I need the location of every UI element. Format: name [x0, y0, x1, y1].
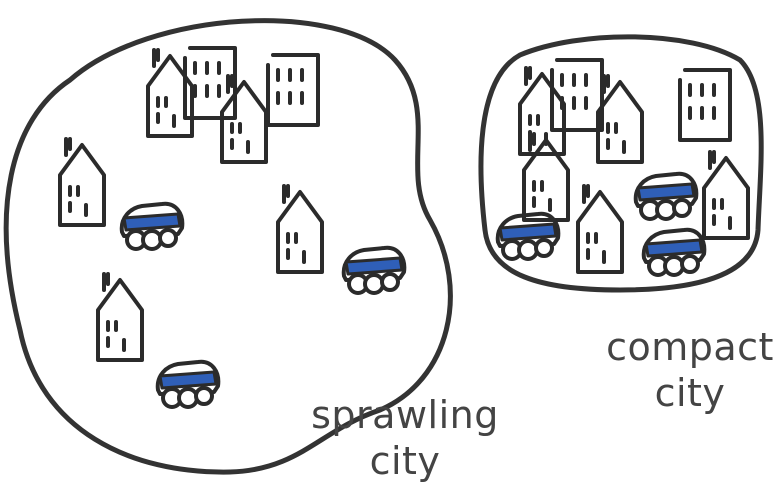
compact-downtown	[498, 60, 748, 275]
sprawling-city-label: sprawling city	[305, 392, 505, 484]
car-icon	[636, 174, 697, 219]
car-icon	[122, 204, 183, 249]
sprawl-homes	[60, 139, 404, 407]
compact-city-label: compact city	[605, 324, 775, 416]
house-icon	[578, 186, 622, 272]
sprawling-city-label-line2: city	[305, 438, 505, 484]
apartment-icon	[268, 55, 318, 125]
house-icon	[524, 134, 568, 220]
car-icon	[644, 230, 705, 275]
car-icon	[344, 248, 405, 293]
apartment-icon	[680, 70, 730, 140]
compact-city-label-line2: city	[605, 370, 775, 416]
car-icon	[158, 362, 219, 407]
house-icon	[278, 186, 322, 272]
house-icon	[98, 274, 142, 360]
house-icon	[520, 68, 564, 154]
house-icon	[60, 139, 104, 225]
compact-city-label-line1: compact	[605, 324, 775, 370]
sprawling-city-label-line1: sprawling	[305, 392, 505, 438]
house-icon	[704, 152, 748, 238]
house-icon	[598, 76, 642, 162]
sprawl-downtown	[148, 48, 318, 162]
